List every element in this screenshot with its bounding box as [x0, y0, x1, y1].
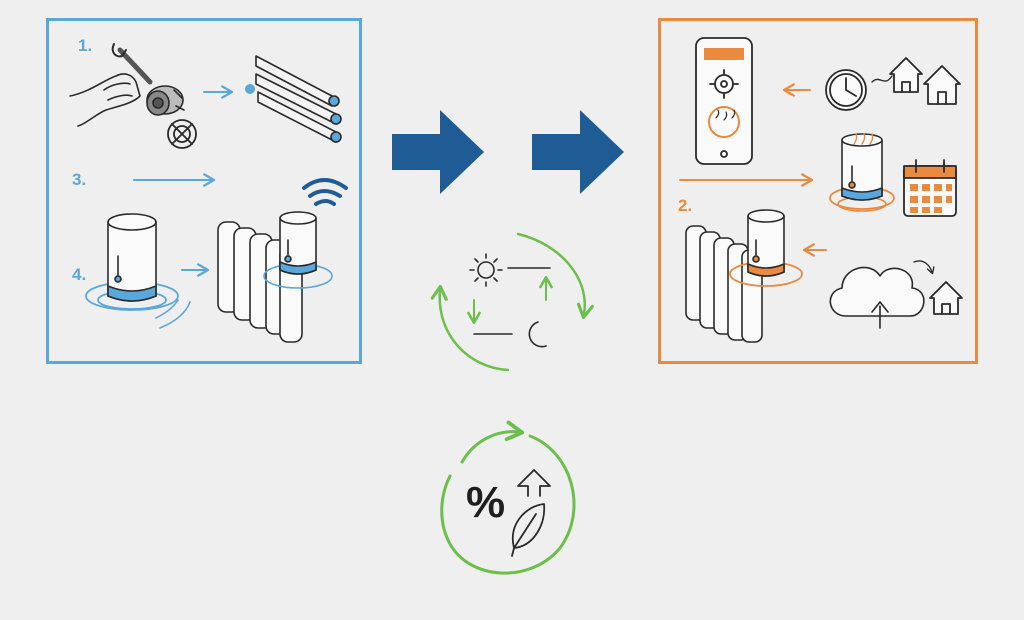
moon-icon	[528, 321, 547, 348]
up-arrow-icon	[517, 469, 551, 497]
step-4-label: 4.	[72, 265, 87, 284]
big-arrow-right-2	[532, 110, 624, 194]
installation-panel	[46, 18, 362, 364]
savings-cycle	[440, 420, 576, 575]
big-arrow-right-1	[392, 110, 484, 194]
step-2-label: 2.	[678, 196, 693, 215]
day-night-cycle	[430, 232, 594, 372]
step-1-label: 1.	[78, 36, 93, 55]
sun-icon	[469, 253, 503, 287]
control-panel	[658, 18, 978, 364]
step-3-label: 3.	[72, 170, 87, 189]
leaf-icon	[511, 503, 546, 557]
savings-percent-symbol: %	[466, 478, 506, 527]
